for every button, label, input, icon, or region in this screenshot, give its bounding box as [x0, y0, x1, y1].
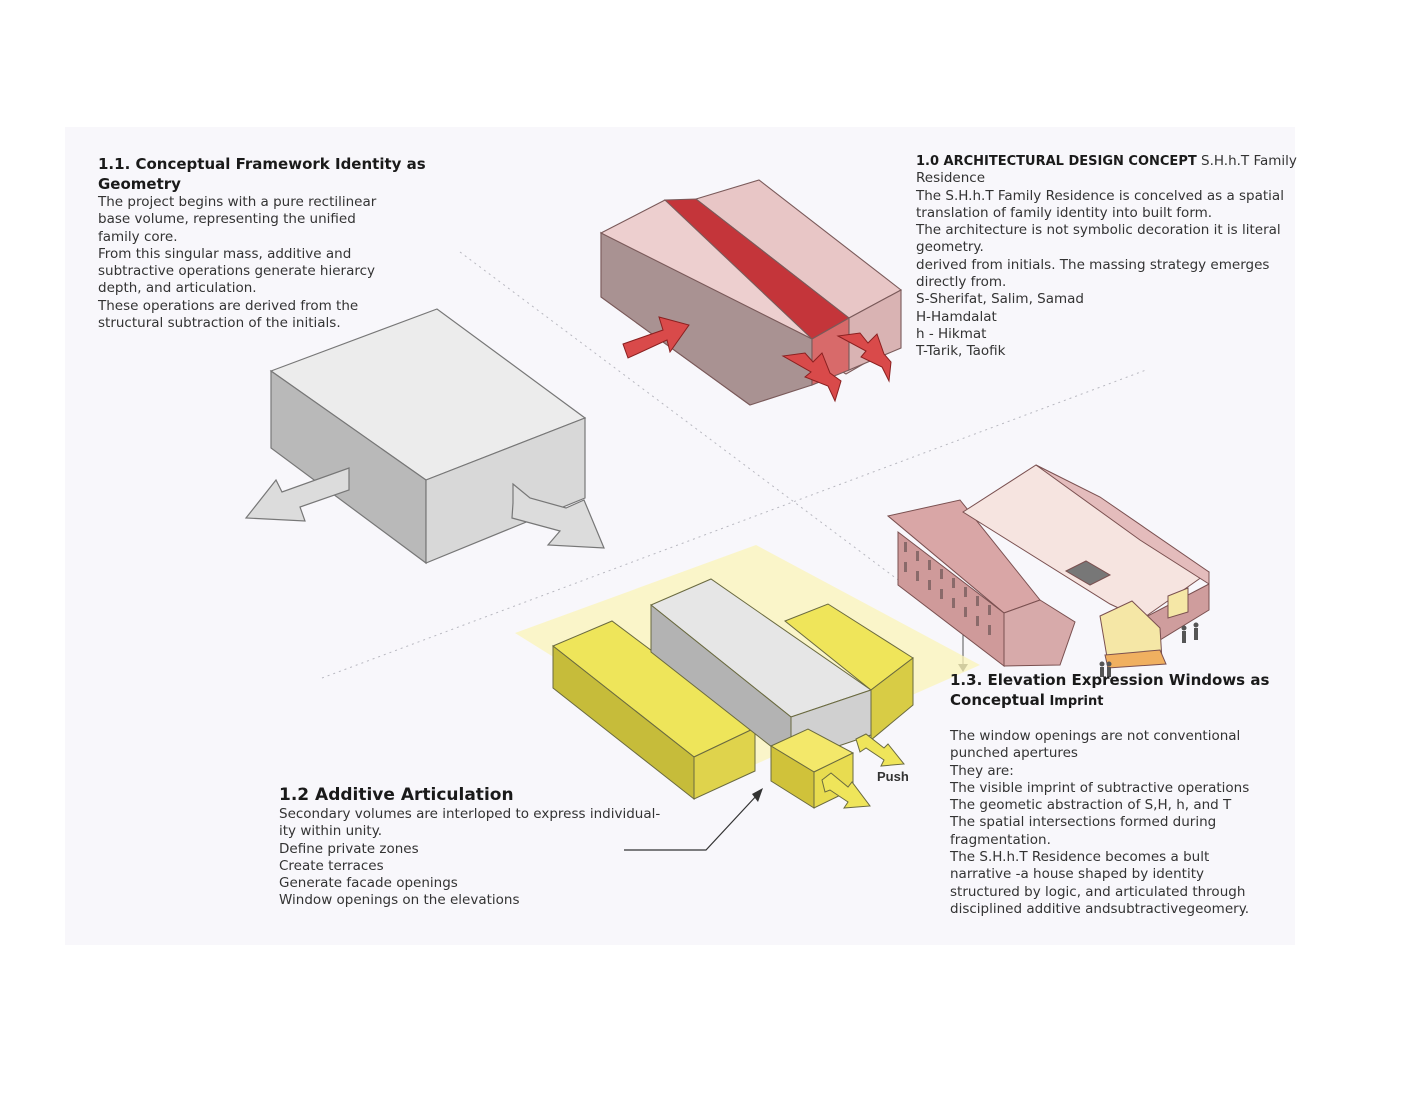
subtractive-volume-side: [600, 232, 813, 406]
section-1-0-line: translation of family identity into buil…: [916, 204, 1213, 221]
section-1-0-title-rest: S.H.h.T Family: [1196, 153, 1297, 169]
section-1-3-line: disciplined additive andsubtractivegeome…: [950, 900, 1250, 917]
section-1-0-title-bold: 1.0 ARCHITECTURAL DESIGN CONCEPT: [916, 154, 1197, 169]
section-1-0-line: S-Sherifat, Salim, Samad: [916, 291, 1084, 308]
yellow-bar-right-end: [870, 656, 914, 742]
house-roof-edge: [1035, 464, 1210, 585]
section-1-1-line: From this singular mass, additive and: [98, 245, 352, 262]
section-1-3-title-line-2: Conceptual Imprint: [950, 691, 1290, 712]
section-1-3-line: fragmentation.: [950, 831, 1051, 848]
section-1-3-title-bold: Conceptual: [950, 690, 1045, 709]
section-1-2-line: Secondary volumes are interloped to expr…: [279, 806, 661, 822]
section-1-1-line: subtractive operations generate hierarcy: [98, 263, 376, 280]
push-out-arrow-left-icon: [244, 467, 350, 522]
section-1-1-title-line-1: 1.1. Conceptual Framework Identity as: [98, 155, 426, 173]
push-label: Push: [877, 769, 909, 784]
section-1-3-spacer: [950, 711, 1290, 728]
section-1-0-line: derived from initials. The massing strat…: [916, 256, 1270, 273]
section-1-1-title-line-2: Geometry: [98, 174, 181, 193]
section-1-3-title-rest: Imprint: [1044, 693, 1104, 709]
yellow-bar-end: [693, 727, 756, 800]
house-model: [886, 464, 1210, 669]
section-1-1-text: 1.1. Conceptual Framework Identity as Ge…: [98, 155, 428, 332]
section-1-1-line: structural subtraction of the initials.: [98, 315, 341, 332]
people-figures-icon: [1099, 622, 1199, 677]
section-1-1-line: base volume, representing the unified: [98, 211, 356, 228]
base-volume: [269, 308, 587, 565]
section-1-1-line: The project begins with a pure rectiline…: [98, 194, 377, 210]
house-windows: [904, 542, 991, 635]
guide-line-diagonal-1: [459, 251, 906, 586]
section-1-0-line: h - Hikmat: [916, 325, 987, 342]
section-1-1-line: family core.: [98, 228, 178, 245]
section-1-3-line: The spatial intersections formed during: [950, 814, 1217, 831]
section-1-1-line: These operations are derived from the: [98, 297, 359, 314]
section-1-3-line: narrative -a house shaped by identity: [950, 866, 1204, 883]
section-1-3-line: The window openings are not conventional: [950, 728, 1241, 744]
section-1-0-line: geometry.: [916, 239, 984, 256]
subtract-arrow-3-icon: [836, 332, 892, 383]
section-1-2-title: 1.2 Additive Articulation: [279, 785, 514, 805]
section-1-3-line: They are:: [950, 762, 1014, 779]
subtractive-volume-right-face: [848, 289, 902, 371]
house-front-wall: [1003, 599, 1076, 667]
section-1-2-line: Window openings on the elevations: [279, 892, 520, 909]
section-1-3-text: 1.3. Elevation Expression Windows as Con…: [950, 671, 1290, 918]
house-courtyard-opening: [1064, 560, 1112, 586]
annotation-arrow: [624, 793, 759, 851]
section-1-2-line: Create terraces: [279, 857, 384, 874]
section-1-3-title-line-1: 1.3. Elevation Expression Windows as: [950, 671, 1270, 689]
push-arrow-1-icon: [855, 733, 905, 767]
subtract-arrow-2-icon: [781, 352, 842, 403]
push-arrow-2-icon: [821, 772, 871, 809]
section-1-2-text: 1.2 Additive Articulation Secondary volu…: [279, 784, 699, 910]
section-1-3-line: The geometic abstraction of S,H, h, and …: [950, 797, 1232, 814]
push-out-arrow-right-icon: [511, 482, 605, 549]
section-1-1-line: depth, and articulation.: [98, 280, 257, 297]
section-1-0-text: 1.0 ARCHITECTURAL DESIGN CONCEPT S.H.h.T…: [916, 153, 1297, 361]
section-1-0-line: directly from.: [916, 274, 1007, 291]
section-1-2-line: Generate facade openings: [279, 875, 458, 892]
section-1-0-line: The S.H.h.T Family Residence is concelve…: [916, 187, 1284, 204]
section-1-3-line: punched apertures: [950, 745, 1078, 762]
section-1-0-line: Residence: [916, 170, 986, 187]
subtractive-volume: [599, 179, 903, 406]
section-1-0-title: 1.0 ARCHITECTURAL DESIGN CONCEPT S.H.h.T…: [916, 153, 1297, 170]
section-1-0-line: T-Tarik, Taofik: [916, 343, 1006, 360]
section-1-3-line: structured by logic, and articulated thr…: [950, 883, 1246, 900]
annotation-arrowhead-icon: [752, 788, 763, 802]
section-1-2-line: Define private zones: [279, 840, 419, 857]
guide-line-diagonal-2: [321, 369, 1147, 679]
base-volume-right: [425, 417, 586, 564]
subtract-arrow-1-icon: [622, 316, 690, 359]
section-1-3-line: The visible imprint of subtractive opera…: [950, 779, 1250, 796]
house-side-window-box: [1167, 587, 1189, 619]
section-1-2-line: ity within unity.: [279, 823, 383, 840]
section-1-0-line: H-Hamdalat: [916, 308, 997, 325]
section-1-3-line: The S.H.h.T Residence becomes a bult: [950, 849, 1210, 866]
additive-volumes: [552, 578, 914, 809]
section-1-0-line: The architecture is not symbolic decorat…: [916, 222, 1281, 239]
